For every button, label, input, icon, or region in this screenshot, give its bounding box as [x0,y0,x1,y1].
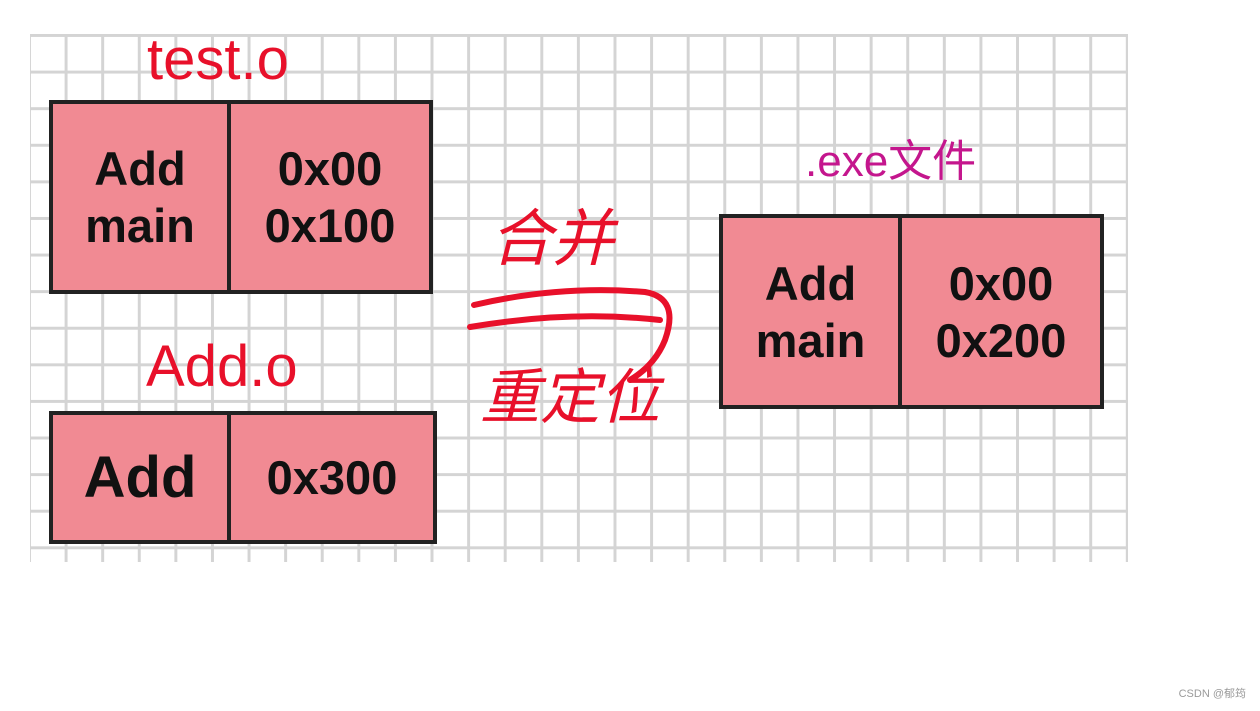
test-o-label: test.o [147,27,289,92]
exe-label: .exe文件 [805,137,977,186]
add-o-addresses-cell: 0x300 [227,411,437,544]
test-o-symbol-0: Add [94,142,186,195]
handwriting-relocate: 重定位 [480,363,665,433]
exe-addresses-cell: 0x00 0x200 [898,214,1104,409]
test-o-address-1: 0x100 [264,199,396,252]
handwritten-annotation: 合并 重定位 [467,202,673,433]
add-o-symbols-cell: Add [49,411,231,544]
arrow-upper-stroke [471,287,673,383]
test-o-address-0: 0x00 [277,142,383,195]
test-o-addresses-cell: 0x00 0x100 [227,100,433,294]
arrow-lower-stroke [467,313,663,330]
exe-symbols-cell: Add main [719,214,902,409]
add-o-label: Add.o [146,334,298,399]
handwriting-merge: 合并 [490,202,619,275]
exe-address-1: 0x200 [935,313,1067,367]
add-o-symbol-0: Add [83,444,197,510]
exe-symbol-1: main [755,313,866,367]
exe-symbol-0: Add [764,256,857,310]
add-o-address-0: 0x300 [266,451,398,504]
test-o-symbols-cell: Add main [49,100,231,294]
test-o-symbol-1: main [85,199,195,252]
watermark: CSDN @郁筠 [1178,688,1246,700]
exe-address-0: 0x00 [948,256,1054,310]
